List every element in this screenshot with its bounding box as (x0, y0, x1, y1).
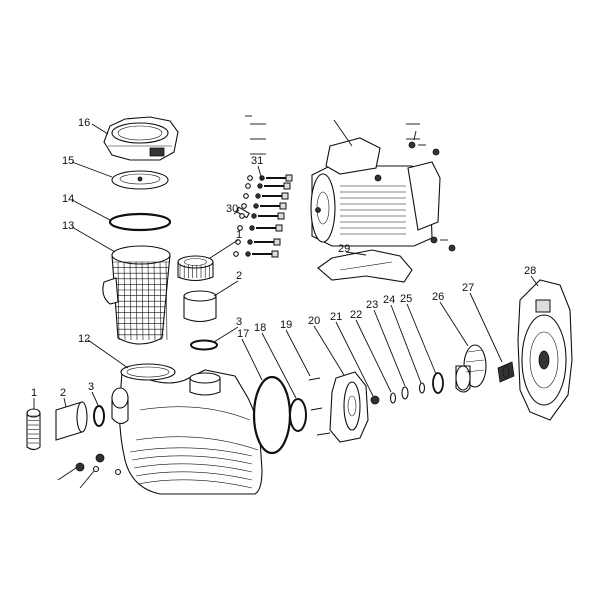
callout-16: 24 (383, 294, 395, 306)
part-8-lid-clamp (103, 116, 179, 161)
part-31-drain-plug (75, 453, 105, 472)
part-5-strainer-basket (102, 245, 171, 345)
callout-2-upper: 2 (236, 270, 242, 282)
part-11-screws (308, 377, 331, 436)
callout-12: 20 (308, 315, 320, 327)
part-1-union-nut-upper (177, 255, 214, 282)
part-16-seal-ring (418, 382, 426, 394)
part-9-housing-oring (252, 375, 292, 455)
callout-23: 31 (251, 155, 263, 167)
callout-21: 29 (338, 243, 350, 255)
callout-3-lower: 3 (88, 381, 94, 393)
part-17-oring (432, 372, 444, 394)
callout-2-lower: 2 (60, 387, 66, 399)
callout-8: 16 (78, 117, 90, 129)
callout-1-lower: 1 (31, 387, 37, 399)
part-4-pump-housing (111, 363, 263, 495)
parts-23-26-bolt-set (233, 174, 293, 258)
part-6-lid-oring (108, 212, 172, 232)
part-20-seal-plate (517, 279, 573, 421)
callout-6: 14 (62, 193, 74, 205)
callout-labels: 16 15 14 13 12 1 2 3 1 2 3 17 18 19 20 2… (31, 117, 536, 399)
part-12-diffuser (329, 371, 369, 443)
part-10-diffuser-oring (289, 398, 307, 432)
part-2-tail-piece-lower (55, 401, 88, 441)
part-21-motor-base (317, 249, 413, 283)
part-30-drain-oring (92, 465, 122, 476)
callout-4: 12 (78, 333, 90, 345)
callout-11: 19 (280, 319, 292, 331)
part-19-adapter (497, 361, 515, 383)
part-7-lid (111, 170, 169, 190)
callout-1-upper: 1 (236, 229, 242, 241)
part-3-oring-lower (93, 405, 105, 427)
callout-9: 17 (237, 328, 249, 340)
part-13-impeller-nut (370, 395, 380, 405)
part-27-motor (310, 137, 441, 247)
callout-20: 28 (524, 265, 536, 277)
part-18-impeller (455, 344, 487, 393)
parts-28-29-screws (408, 141, 456, 252)
part-14-washer (389, 392, 397, 404)
part-3-oring-upper (190, 339, 218, 351)
callout-10: 18 (254, 322, 266, 334)
callout-14: 22 (350, 309, 362, 321)
part-15-seal-spring (401, 386, 409, 400)
callout-18: 26 (432, 291, 444, 303)
callout-17: 25 (400, 293, 412, 305)
callout-19: 27 (462, 282, 474, 294)
part-1-union-nut-lower (26, 408, 41, 451)
callout-5: 13 (62, 220, 74, 232)
callout-15: 23 (366, 299, 378, 311)
callout-13: 21 (330, 311, 342, 323)
part-2-tail-piece-upper (183, 290, 217, 323)
leader-lines (33, 115, 539, 489)
callout-3-upper: 3 (236, 316, 242, 328)
callout-22: 30 (226, 203, 238, 215)
callout-7: 15 (62, 155, 74, 167)
